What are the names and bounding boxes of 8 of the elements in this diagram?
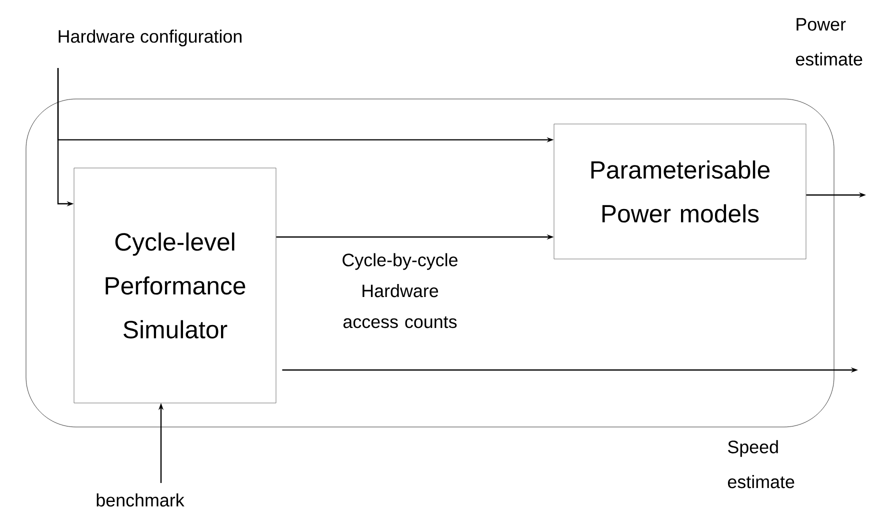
edge-label: Cycle-by-cycle Hardware access counts xyxy=(342,253,458,328)
output-label: Speed estimate xyxy=(728,440,794,488)
output-label: Power estimate xyxy=(796,18,862,66)
rounded-frame xyxy=(26,98,834,428)
input-label: benchmark xyxy=(96,493,184,507)
process-box: Cycle-level Performance Simulator xyxy=(74,168,276,404)
input-label: Hardware configuration xyxy=(58,30,242,46)
process-box: Parameterisable Power models xyxy=(554,124,806,260)
